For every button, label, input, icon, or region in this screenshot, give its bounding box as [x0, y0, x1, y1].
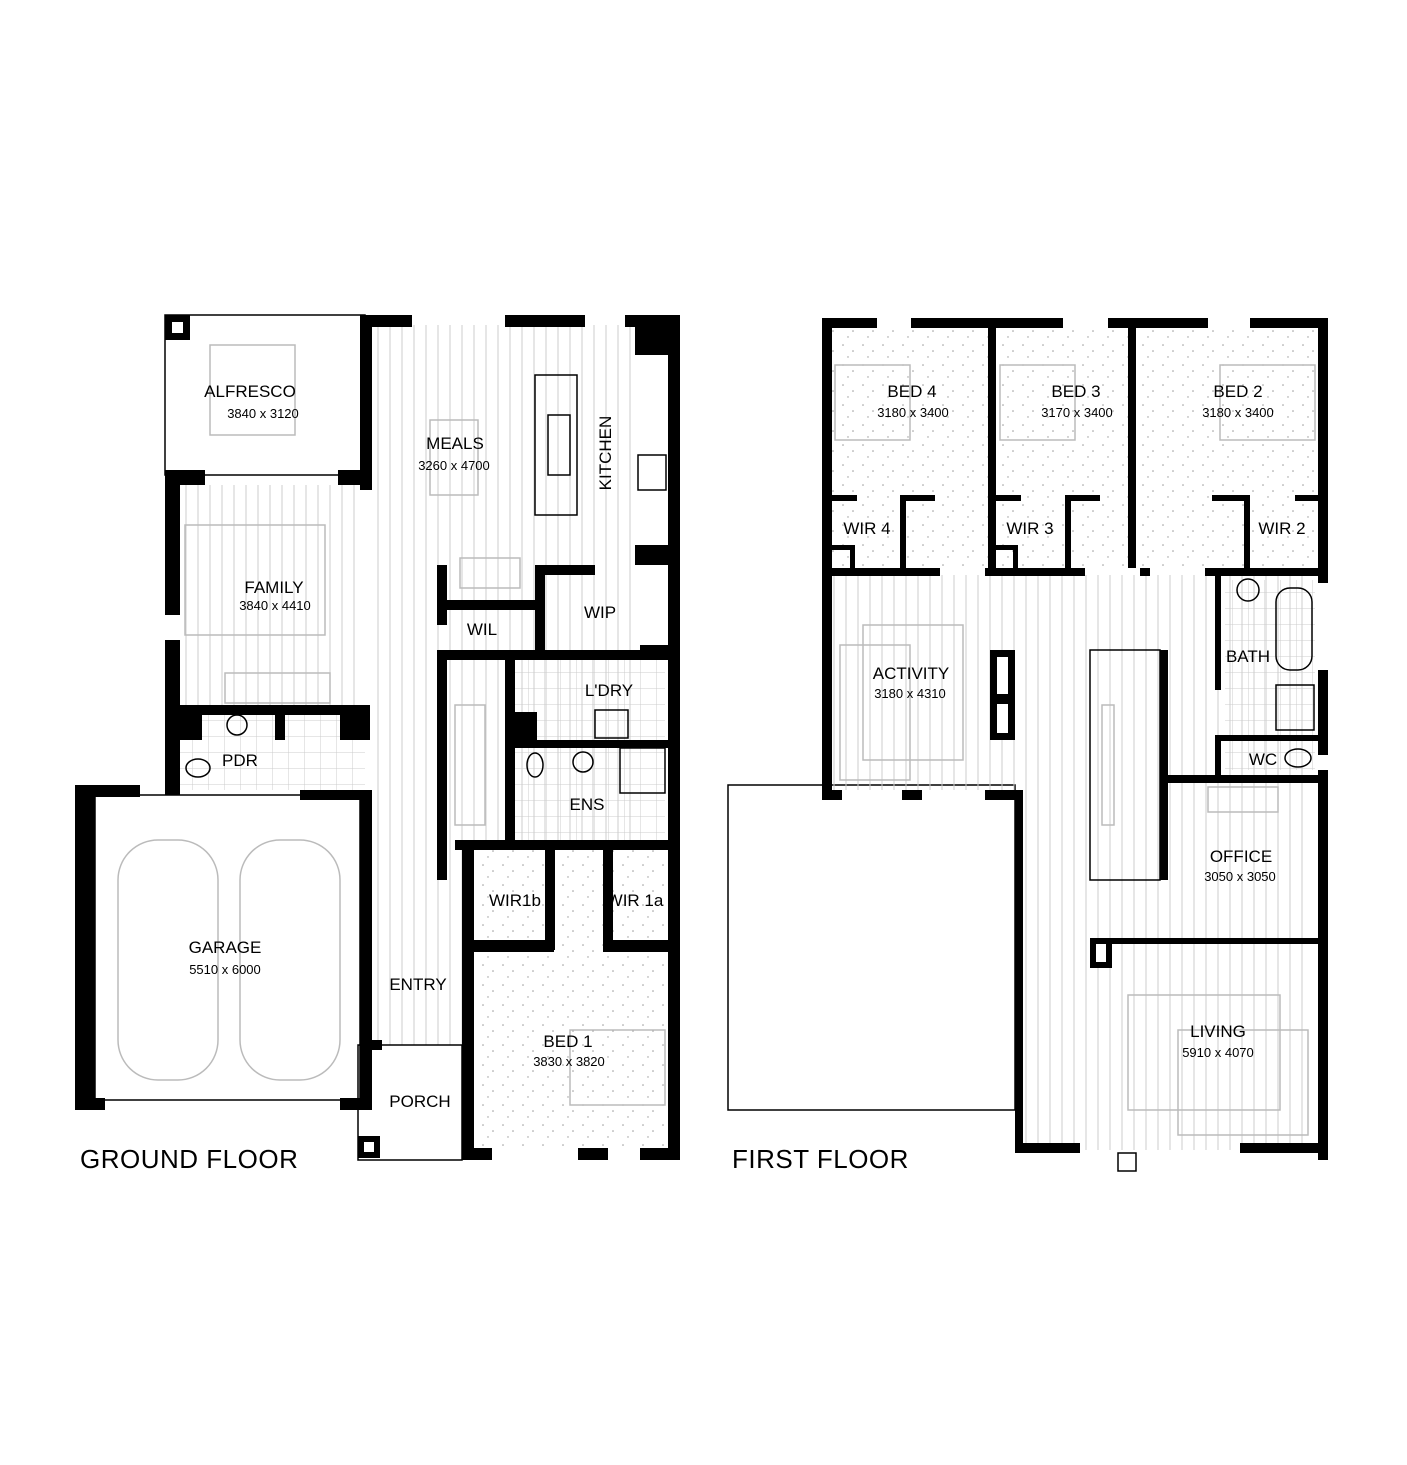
pdr-basin [226, 714, 248, 736]
activity-sofa [839, 644, 911, 781]
room-label-ens: ENS [570, 795, 605, 814]
room-dims-living: 5910 x 4070 [1182, 1045, 1254, 1060]
room-label-bed3: BED 3 [1051, 382, 1100, 401]
room-dims-activity: 3180 x 4310 [874, 686, 946, 701]
laundry-ens-floor [515, 660, 665, 840]
staircase [1089, 649, 1161, 881]
entry-floor [372, 820, 467, 1045]
room-label-entry: ENTRY [389, 975, 446, 994]
first-floor-title: FIRST FLOOR [732, 1144, 909, 1174]
room-dims-family: 3840 x 4410 [239, 598, 311, 613]
room-label-activity: ACTIVITY [873, 664, 950, 683]
room-label-bed2: BED 2 [1213, 382, 1262, 401]
ens-basin [572, 751, 594, 773]
room-dims-bed1: 3830 x 3820 [533, 1054, 605, 1069]
room-label-office: OFFICE [1210, 847, 1272, 866]
alfresco-table [209, 344, 296, 436]
room-dims-bed4: 3180 x 3400 [877, 405, 949, 420]
room-dims-bed2: 3180 x 3400 [1202, 405, 1274, 420]
room-label-bath: BATH [1226, 647, 1270, 666]
room-label-bed1: BED 1 [543, 1032, 592, 1051]
room-dims-alfresco: 3840 x 3120 [227, 406, 299, 421]
room-label-alfresco: ALFRESCO [204, 382, 296, 401]
desk [459, 557, 521, 589]
room-label-wc: WC [1249, 750, 1277, 769]
room-label-living: LIVING [1190, 1022, 1246, 1041]
bath-basin [1236, 578, 1260, 602]
room-label-laundry: L'DRY [585, 681, 633, 700]
bed3-bed [999, 364, 1076, 441]
room-label-wir3: WIR 3 [1006, 519, 1053, 538]
room-label-wir4: WIR 4 [843, 519, 890, 538]
stair-rail [1101, 704, 1115, 826]
bed1-bed [569, 1029, 666, 1106]
ens-shower [619, 747, 666, 794]
pdr-toilet [185, 758, 211, 778]
room-label-wir1b: WIR1b [489, 891, 541, 910]
room-label-meals: MEALS [426, 434, 484, 453]
staircase [454, 704, 486, 826]
room-label-wip: WIP [584, 603, 616, 622]
room-label-kitchen: KITCHEN [596, 416, 615, 491]
kitchen-island [534, 374, 578, 516]
downpipe [1117, 1152, 1137, 1172]
office-desk [1207, 786, 1279, 813]
pdr-floor [180, 715, 365, 790]
family-sofa [184, 524, 326, 636]
meals-table [429, 419, 479, 496]
room-dims-bed3: 3170 x 3400 [1041, 405, 1113, 420]
bed4-bed [834, 364, 911, 441]
ground-floor-plan: ALFRESCO 3840 x 3120 MEALS 3260 x 4700 K… [75, 314, 680, 1174]
room-label-bed4: BED 4 [887, 382, 936, 401]
first-floor-plan: BED 4 3180 x 3400 BED 3 3170 x 3400 BED … [727, 318, 1328, 1174]
room-label-wil: WIL [467, 620, 497, 639]
living-sofa [1177, 1029, 1309, 1136]
laundry-trough [594, 709, 629, 739]
room-label-wir1a: WIR 1a [607, 891, 664, 910]
ground-floor-title: GROUND FLOOR [80, 1144, 298, 1174]
room-dims-meals: 3260 x 4700 [418, 458, 490, 473]
bathtub [1275, 587, 1313, 671]
tv-unit [224, 672, 331, 704]
car-right [239, 839, 341, 1081]
room-label-garage: GARAGE [189, 938, 262, 957]
living-rug [1127, 994, 1281, 1111]
activity-rug [862, 624, 964, 761]
car-left [117, 839, 219, 1081]
room-label-family: FAMILY [244, 578, 303, 597]
room-dims-office: 3050 x 3050 [1204, 869, 1276, 884]
room-label-wir2: WIR 2 [1258, 519, 1305, 538]
roof-outline [727, 784, 1016, 1111]
bed2-bed [1219, 364, 1316, 441]
room-dims-garage: 5510 x 6000 [189, 962, 261, 977]
bath-shower [1275, 684, 1315, 731]
cooktop [637, 454, 667, 491]
room-label-pdr: PDR [222, 751, 258, 770]
ens-toilet [526, 752, 544, 778]
bath-floor [1225, 580, 1315, 770]
wc-toilet [1284, 748, 1312, 768]
kitchen-sink [547, 414, 571, 476]
room-label-porch: PORCH [389, 1092, 450, 1111]
